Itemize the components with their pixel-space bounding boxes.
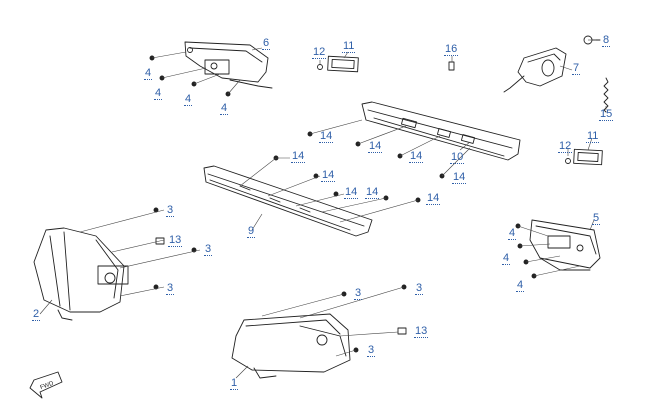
callout-14[interactable]: 14 bbox=[452, 171, 467, 184]
callout-4[interactable]: 4 bbox=[154, 87, 163, 100]
part-13-socket bbox=[155, 237, 165, 245]
part-11-reflector-right bbox=[573, 148, 603, 166]
callout-5[interactable]: 5 bbox=[592, 212, 601, 225]
part-12-bulb bbox=[317, 64, 323, 70]
callout-4[interactable]: 4 bbox=[144, 67, 153, 80]
part-16-screw bbox=[448, 61, 455, 71]
callout-3[interactable]: 3 bbox=[166, 204, 175, 217]
callout-4[interactable]: 4 bbox=[502, 252, 511, 265]
part-9-light-strip bbox=[203, 165, 373, 237]
callout-14[interactable]: 14 bbox=[409, 150, 424, 163]
callout-15[interactable]: 15 bbox=[599, 108, 614, 121]
callout-14[interactable]: 14 bbox=[291, 150, 306, 163]
callout-7[interactable]: 7 bbox=[572, 62, 581, 75]
callout-4[interactable]: 4 bbox=[220, 102, 229, 115]
callout-3[interactable]: 3 bbox=[415, 282, 424, 295]
callout-12[interactable]: 12 bbox=[312, 46, 327, 59]
callout-4[interactable]: 4 bbox=[184, 93, 193, 106]
callout-14[interactable]: 14 bbox=[368, 140, 383, 153]
part-11-reflector bbox=[327, 55, 359, 73]
callout-3[interactable]: 3 bbox=[367, 344, 376, 357]
part-2-headlight bbox=[33, 227, 129, 321]
part-1-headlight bbox=[231, 313, 351, 379]
callout-13[interactable]: 13 bbox=[168, 234, 183, 247]
callout-1[interactable]: 1 bbox=[230, 377, 239, 390]
callout-4[interactable]: 4 bbox=[508, 227, 517, 240]
part-13-socket-lower bbox=[397, 327, 407, 335]
forward-arrow-label: FWD bbox=[40, 381, 56, 392]
part-12-bulb-right bbox=[565, 158, 571, 164]
callout-16[interactable]: 16 bbox=[444, 43, 459, 56]
callout-13[interactable]: 13 bbox=[414, 325, 429, 338]
callout-11[interactable]: 11 bbox=[586, 130, 600, 143]
callout-11[interactable]: 11 bbox=[342, 40, 356, 53]
callout-14[interactable]: 14 bbox=[344, 186, 359, 199]
callout-6[interactable]: 6 bbox=[262, 37, 271, 50]
callout-14[interactable]: 14 bbox=[321, 169, 336, 182]
part-5-bracket bbox=[529, 219, 601, 271]
callout-3[interactable]: 3 bbox=[204, 243, 213, 256]
callout-3[interactable]: 3 bbox=[354, 287, 363, 300]
screws bbox=[149, 55, 537, 353]
forward-arrow-icon bbox=[29, 371, 63, 399]
part-10-rear-light-bar bbox=[361, 101, 521, 161]
leader-lines bbox=[39, 39, 607, 379]
callout-14[interactable]: 14 bbox=[365, 186, 380, 199]
callout-14[interactable]: 14 bbox=[319, 130, 334, 143]
callout-9[interactable]: 9 bbox=[247, 225, 256, 238]
part-7-license-lamp bbox=[503, 47, 567, 93]
callout-8[interactable]: 8 bbox=[602, 34, 611, 47]
callout-14[interactable]: 14 bbox=[426, 192, 441, 205]
callout-4[interactable]: 4 bbox=[516, 279, 525, 292]
callout-12[interactable]: 12 bbox=[558, 140, 573, 153]
callout-2[interactable]: 2 bbox=[32, 308, 41, 321]
callout-10[interactable]: 10 bbox=[450, 151, 465, 164]
callout-3[interactable]: 3 bbox=[166, 282, 175, 295]
